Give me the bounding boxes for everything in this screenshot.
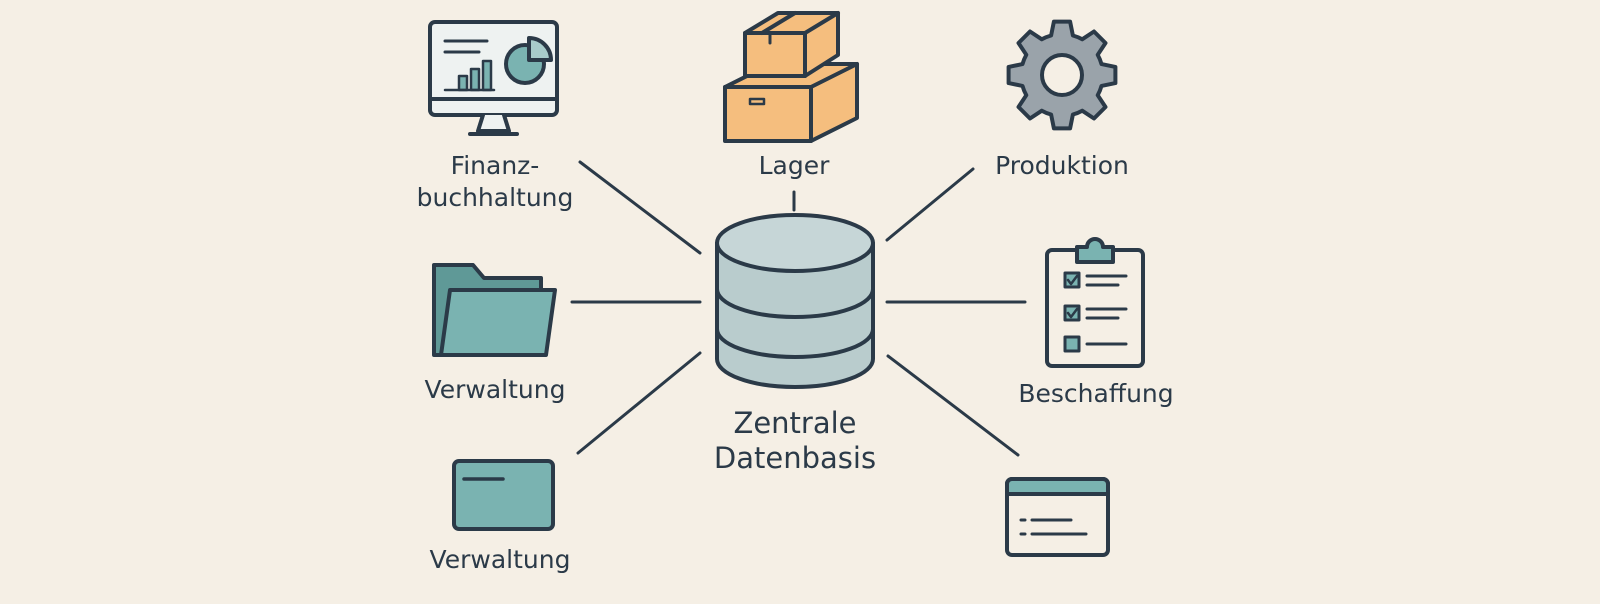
folder-icon (432, 263, 557, 357)
warehouse-label: Lager (758, 151, 830, 180)
monitor-chart-icon (428, 20, 559, 136)
procurement-label: Beschaffung (1018, 379, 1174, 408)
connector-admin-card (576, 351, 702, 455)
hub-label-line1: Zentrale (733, 406, 857, 440)
connector-production (885, 167, 975, 242)
admin-folder-label: Verwaltung (424, 375, 566, 404)
finance-label-line2: buchhaltung (416, 183, 574, 212)
database-icon (715, 213, 875, 389)
finance-label-line1: Finanz- (450, 151, 540, 180)
connector-finance (578, 160, 702, 255)
gear-icon (1006, 19, 1118, 131)
browser-window-icon (1005, 477, 1110, 557)
admin-card-label: Verwaltung (429, 545, 571, 574)
boxes-icon (723, 11, 859, 143)
gear-hole (1040, 53, 1084, 97)
production-label: Produktion (995, 151, 1129, 180)
hub-label-line2: Datenbasis (713, 441, 877, 475)
finance-label: Finanz- buchhaltung (417, 150, 574, 214)
clipboard-checklist-icon (1045, 237, 1145, 368)
connector-browser (886, 354, 1020, 457)
hub-label: Zentrale Datenbasis (714, 406, 876, 476)
card-icon (452, 459, 555, 531)
